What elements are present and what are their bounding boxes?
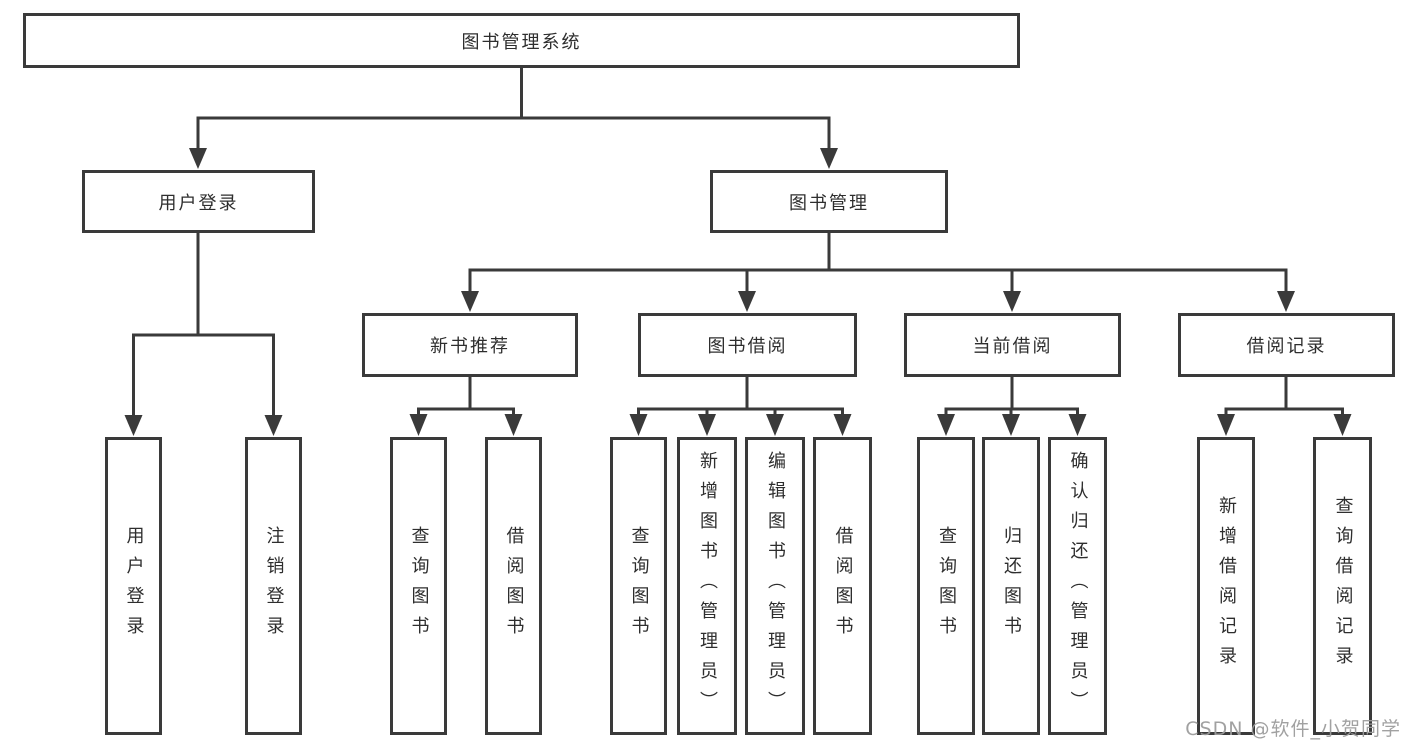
leaf-return-books-label: 归还图书	[1001, 526, 1022, 646]
node-borrow-records: 借阅记录	[1178, 313, 1395, 377]
connector-user-login-to-leaves	[124, 231, 283, 436]
leaf-borrow-books: 借阅图书	[813, 437, 872, 735]
node-root-label: 图书管理系统	[461, 31, 582, 53]
connector-borrow-records-to-leaves	[1217, 375, 1352, 436]
csdn-watermark: CSDN @软件_小贺同学	[1185, 718, 1401, 740]
node-book-borrow: 图书借阅	[638, 313, 857, 377]
leaf-edit-books-admin-label: 编辑图书（管理员）	[765, 451, 786, 721]
leaf-logout-login: 注销登录	[245, 437, 302, 735]
node-book-borrow-label: 图书借阅	[707, 336, 788, 357]
leaf-recommend-borrow-books-label: 借阅图书	[503, 526, 525, 646]
node-borrow-records-label: 借阅记录	[1246, 336, 1327, 357]
leaf-logout-login-label: 注销登录	[263, 526, 285, 646]
leaf-query-borrow-record-label: 查询借阅记录	[1332, 496, 1354, 676]
leaf-recommend-borrow-books: 借阅图书	[485, 437, 542, 735]
leaf-confirm-return-admin-label: 确认归还（管理员）	[1067, 451, 1089, 721]
node-current-borrow: 当前借阅	[904, 313, 1121, 377]
node-current-borrow-label: 当前借阅	[972, 336, 1053, 357]
leaf-recommend-query-books: 查询图书	[390, 437, 447, 735]
leaf-return-books: 归还图书	[982, 437, 1040, 735]
leaf-add-borrow-record-label: 新增借阅记录	[1216, 496, 1237, 676]
leaf-query-borrow-record: 查询借阅记录	[1313, 437, 1372, 735]
leaf-edit-books-admin: 编辑图书（管理员）	[745, 437, 805, 735]
leaf-user-login-label: 用户登录	[123, 526, 145, 646]
node-new-book-recommend: 新书推荐	[362, 313, 578, 377]
leaf-add-borrow-record: 新增借阅记录	[1197, 437, 1255, 735]
connector-book-management-to-level3	[461, 231, 1295, 312]
leaf-user-login: 用户登录	[105, 437, 162, 735]
leaf-current-query-books-label: 查询图书	[936, 526, 957, 646]
connector-new-book-recommend-to-leaves	[409, 375, 523, 436]
leaf-recommend-query-books-label: 查询图书	[408, 526, 430, 646]
connector-root-to-level2	[189, 66, 838, 169]
connector-book-borrow-to-leaves	[629, 375, 852, 436]
node-new-book-recommend-label: 新书推荐	[430, 336, 510, 357]
connector-current-borrow-to-leaves	[937, 375, 1087, 436]
leaf-borrow-books-label: 借阅图书	[832, 526, 854, 646]
leaf-confirm-return-admin: 确认归还（管理员）	[1048, 437, 1107, 735]
leaf-add-books-admin: 新增图书（管理员）	[677, 437, 737, 735]
leaf-borrow-query-books: 查询图书	[610, 437, 667, 735]
node-book-management-label: 图书管理	[789, 192, 869, 214]
node-user-login-label: 用户登录	[158, 192, 239, 214]
node-book-management: 图书管理	[710, 170, 948, 233]
leaf-current-query-books: 查询图书	[917, 437, 975, 735]
node-root: 图书管理系统	[23, 13, 1020, 68]
leaf-add-books-admin-label: 新增图书（管理员）	[697, 451, 718, 721]
node-user-login: 用户登录	[82, 170, 315, 233]
leaf-borrow-query-books-label: 查询图书	[628, 526, 650, 646]
